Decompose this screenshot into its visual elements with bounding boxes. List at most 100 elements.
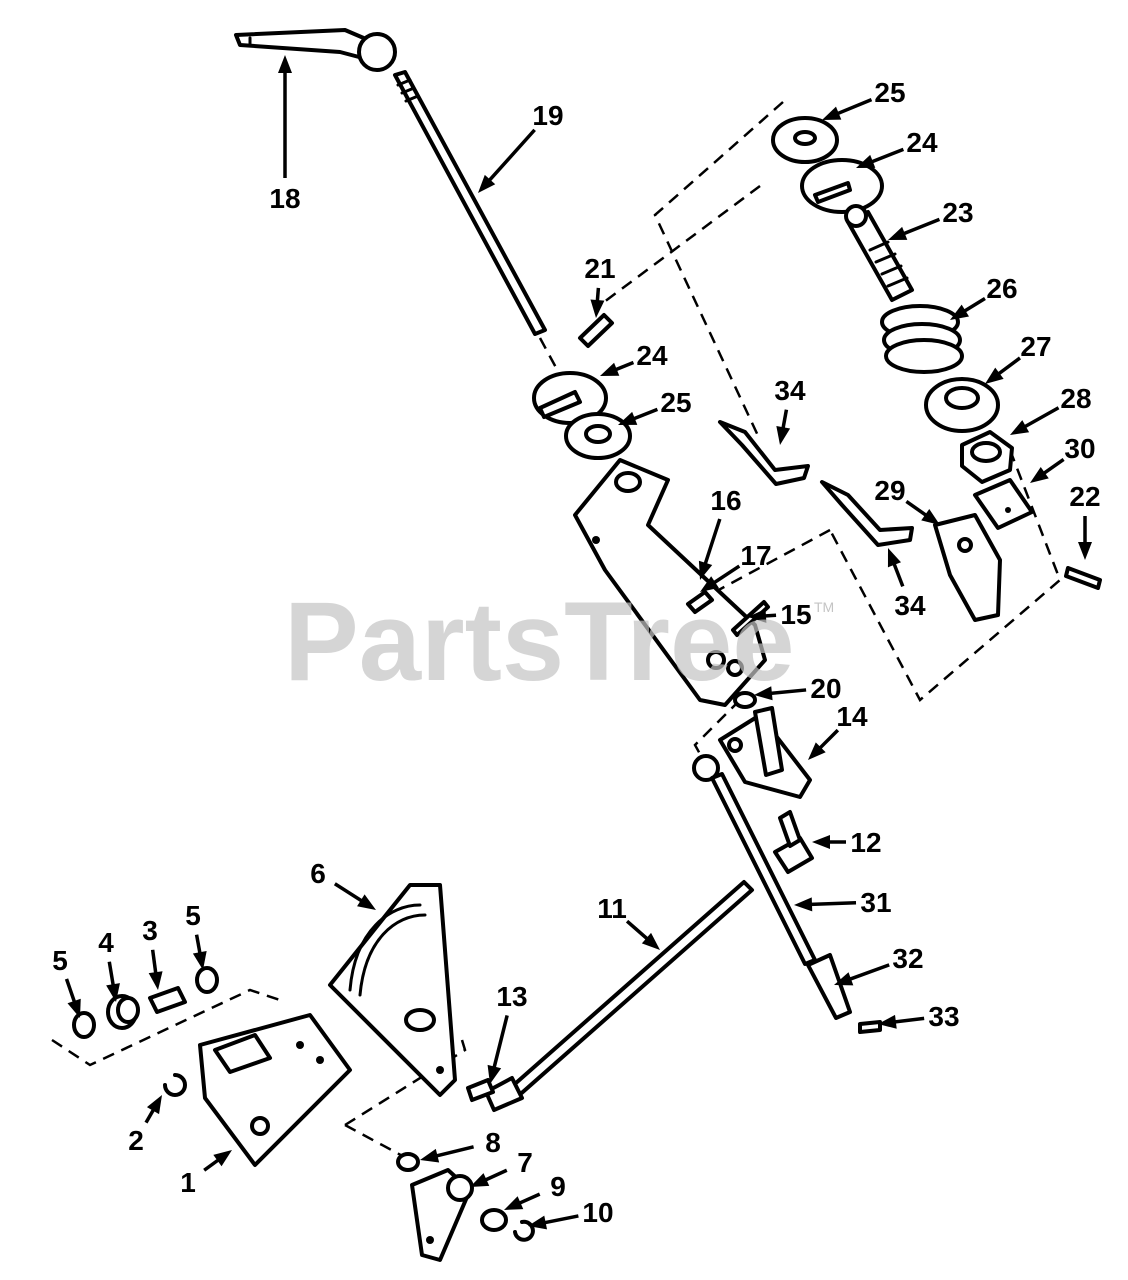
assembly-dashed-lines: [51, 101, 1062, 1162]
callout-number: 28: [1060, 383, 1091, 414]
rod-11: [484, 880, 754, 1112]
callout-number: 34: [774, 375, 806, 406]
callout-arrowhead: [600, 362, 620, 376]
callout-number: 14: [836, 701, 868, 732]
callout-arrowhead: [700, 576, 719, 592]
callout-34: 34: [774, 375, 806, 445]
callout-arrowhead: [950, 304, 969, 320]
nut-28: [960, 430, 1014, 484]
callout-28: 28: [1010, 383, 1092, 435]
callout-number: 25: [874, 77, 905, 108]
callout-arrowhead: [776, 426, 791, 445]
callout-number: 3: [142, 915, 158, 946]
block-29: [933, 513, 1002, 622]
callout-arrowhead: [67, 998, 81, 1018]
pivot-bracket-14: [718, 706, 812, 799]
callout-18: 18: [269, 55, 301, 214]
plate-1: [198, 1013, 352, 1167]
washer-25-top: [771, 116, 839, 164]
callout-number: 12: [850, 827, 881, 858]
washer-25-lower: [564, 412, 632, 460]
callout-23: 23: [888, 197, 974, 240]
callout-13: 13: [487, 981, 528, 1084]
callout-32: 32: [834, 943, 924, 986]
callout-arrowhead: [888, 226, 908, 240]
callout-26: 26: [950, 273, 1018, 320]
callout-number: 19: [532, 100, 563, 131]
bushing-8: [396, 1152, 420, 1172]
plug-5-left: [72, 1011, 96, 1039]
callout-arrowhead: [1010, 420, 1030, 435]
callout-arrowhead: [834, 972, 854, 986]
callout-arrowhead: [504, 1196, 524, 1210]
callout-arrowhead: [1078, 542, 1092, 560]
bracket-34-lower: [820, 480, 914, 547]
ring-10: [513, 1219, 535, 1242]
watermark: PartsTree TM: [284, 579, 834, 704]
pin-21: [578, 313, 614, 348]
callout-number: 15: [780, 599, 811, 630]
arm-7: [410, 1168, 474, 1262]
callout-number: 32: [892, 943, 923, 974]
callout-arrowhead: [887, 548, 902, 568]
callout-33: 33: [878, 1001, 960, 1032]
callout-arrowhead: [148, 971, 163, 990]
callout-number: 7: [517, 1147, 533, 1178]
callout-7: 7: [470, 1147, 533, 1187]
callout-arrowhead: [794, 897, 813, 912]
callout-number: 34: [894, 590, 926, 621]
callout-12: 12: [812, 827, 882, 858]
callout-17: 17: [700, 540, 772, 592]
callout-leader: [803, 900, 857, 907]
callout-19: 19: [478, 100, 564, 193]
callout-number: 17: [740, 540, 771, 571]
callout-number: 23: [942, 197, 973, 228]
callout-number: 30: [1064, 433, 1095, 464]
callout-arrowhead: [856, 154, 876, 168]
callout-number: 27: [1020, 331, 1051, 362]
bolt-23: [844, 204, 914, 302]
callout-arrowhead: [528, 1215, 548, 1230]
pin-22: [1064, 566, 1102, 590]
callout-arrowhead: [878, 1014, 897, 1029]
callout-number: 18: [269, 183, 300, 214]
callout-number: 9: [550, 1171, 566, 1202]
callout-9: 9: [504, 1171, 566, 1210]
callout-arrowhead: [1030, 466, 1049, 483]
callout-number: 13: [496, 981, 527, 1012]
rod-19: [393, 70, 547, 336]
callout-arrowhead: [487, 1064, 502, 1084]
callout-25: 25: [822, 77, 906, 120]
callout-29: 29: [874, 475, 940, 525]
washer-9: [480, 1208, 508, 1232]
callout-14: 14: [808, 701, 868, 760]
callout-arrowhead: [420, 1148, 440, 1163]
callout-arrowhead: [618, 411, 638, 425]
callout-arrowhead: [357, 894, 376, 910]
pin-15: [731, 600, 770, 637]
callout-number: 4: [98, 927, 114, 958]
callout-number: 25: [660, 387, 691, 418]
callout-number: 29: [874, 475, 905, 506]
callout-16: 16: [698, 485, 742, 580]
callout-number: 26: [986, 273, 1017, 304]
callout-11: 11: [597, 893, 660, 950]
plate-6: [328, 883, 457, 1097]
callout-number: 6: [310, 858, 326, 889]
bushing-20: [733, 691, 757, 709]
pin-17: [686, 590, 714, 614]
callout-number: 5: [185, 900, 201, 931]
callout-number: 10: [582, 1197, 613, 1228]
callout-number: 31: [860, 887, 891, 918]
bracket-34-upper: [718, 420, 810, 486]
callout-arrowhead: [812, 835, 830, 849]
callout-10: 10: [528, 1197, 614, 1230]
callout-1: 1: [180, 1150, 232, 1198]
callout-number: 16: [710, 485, 741, 516]
callout-arrowhead: [106, 983, 120, 1002]
callout-number: 21: [584, 253, 615, 284]
callout-arrowhead: [921, 508, 940, 525]
callout-number: 8: [485, 1127, 501, 1158]
